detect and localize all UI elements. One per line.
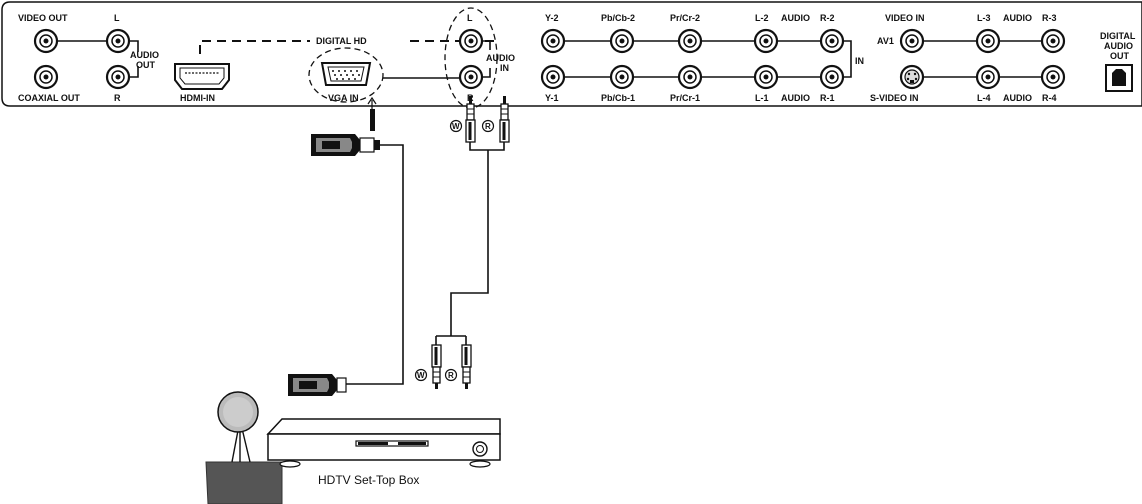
coaxial-out-label: COAXIAL OUT — [18, 93, 80, 103]
component-pr1-jack[interactable] — [677, 64, 703, 90]
l3-label: L-3 — [977, 13, 991, 23]
component-pb1-jack[interactable] — [609, 64, 635, 90]
rca-plug-w-bottom — [431, 344, 442, 389]
digital-audio-out-label-1: DIGITAL — [1100, 31, 1136, 41]
rca-plug-w-top — [465, 96, 476, 143]
r1-label: R-1 — [820, 93, 835, 103]
s-video-in-jack[interactable] — [899, 64, 925, 90]
r2-label: R-2 — [820, 13, 835, 23]
set-top-box — [266, 418, 501, 468]
audio2-label: AUDIO — [781, 13, 810, 23]
vga-in-port[interactable] — [320, 62, 372, 86]
l4-label: L-4 — [977, 93, 991, 103]
audio-in-label-1: AUDIO — [486, 53, 515, 63]
svg-text:W: W — [417, 371, 425, 380]
hdmi-in-port[interactable] — [174, 63, 230, 90]
audio-out-label-1: AUDIO — [130, 50, 159, 60]
component-in-label: IN — [855, 56, 864, 66]
audio-in-r-jack[interactable] — [458, 64, 484, 90]
pr2-label: Pr/Cr-2 — [670, 13, 700, 23]
y2-label: Y-2 — [545, 13, 559, 23]
audio-out-label-2: OUT — [136, 60, 156, 70]
vga-cable — [346, 144, 404, 385]
component-l2-jack[interactable] — [753, 28, 779, 54]
audio1-label: AUDIO — [781, 93, 810, 103]
digital-audio-out-label-2: AUDIO — [1104, 41, 1133, 51]
audio-out-r-jack[interactable] — [105, 64, 131, 90]
digital-audio-out-label-3: OUT — [1110, 51, 1130, 61]
audio3-label: AUDIO — [1003, 13, 1032, 23]
digital-hd-bracket — [199, 40, 496, 54]
component-r1-jack[interactable] — [819, 64, 845, 90]
digital-hd-label: DIGITAL HD — [316, 36, 367, 46]
video-in-jack[interactable] — [899, 28, 925, 54]
satellite-dish-icon — [205, 391, 283, 504]
av-l4-jack[interactable] — [975, 64, 1001, 90]
av-r3-jack[interactable] — [1040, 28, 1066, 54]
rca-top-r-marker: R — [481, 119, 495, 133]
coaxial-out-jack[interactable] — [33, 64, 59, 90]
pr1-label: Pr/Cr-1 — [670, 93, 700, 103]
video-out-jack[interactable] — [33, 28, 59, 54]
av-l3-jack[interactable] — [975, 28, 1001, 54]
audio-out-l-jack[interactable] — [105, 28, 131, 54]
av-r4-jack[interactable] — [1040, 64, 1066, 90]
rca-bottom-r-marker: R — [444, 368, 458, 382]
svg-text:R: R — [485, 122, 491, 131]
rca-plug-r-bottom — [461, 344, 472, 389]
pb1-label: Pb/Cb-1 — [601, 93, 635, 103]
audio-out-r-label: R — [114, 93, 121, 103]
audio-in-label-2: IN — [500, 63, 509, 73]
rca-cable — [435, 142, 505, 345]
audio-out-l-label: L — [114, 13, 120, 23]
r3-label: R-3 — [1042, 13, 1057, 23]
l1-label: L-1 — [755, 93, 769, 103]
svg-text:R: R — [448, 371, 454, 380]
component-y1-jack[interactable] — [540, 64, 566, 90]
rca-top-w-marker: W — [449, 119, 463, 133]
vga-in-label: VGA IN — [328, 93, 359, 103]
svg-text:W: W — [452, 122, 460, 131]
av1-label: AV1 — [877, 36, 894, 46]
component-y2-jack[interactable] — [540, 28, 566, 54]
component-r2-jack[interactable] — [819, 28, 845, 54]
component-l1-jack[interactable] — [753, 64, 779, 90]
pb2-label: Pb/Cb-2 — [601, 13, 635, 23]
tv-back-panel — [1, 1, 1142, 107]
audio-in-l-label: L — [467, 13, 473, 23]
l2-label: L-2 — [755, 13, 769, 23]
rca-bottom-w-marker: W — [414, 368, 428, 382]
vga-highlight-ring — [308, 47, 384, 103]
vga-cable-plug-top — [311, 109, 380, 156]
r4-label: R-4 — [1042, 93, 1057, 103]
video-out-label: VIDEO OUT — [18, 13, 68, 23]
video-in-label: VIDEO IN — [885, 13, 925, 23]
component-pb2-jack[interactable] — [609, 28, 635, 54]
audio-in-l-jack[interactable] — [458, 28, 484, 54]
component-pr2-jack[interactable] — [677, 28, 703, 54]
vga-cable-plug-bottom — [288, 374, 347, 396]
optical-audio-out-port[interactable] — [1105, 64, 1133, 92]
s-video-in-label: S-VIDEO IN — [870, 93, 919, 103]
y1-label: Y-1 — [545, 93, 559, 103]
set-top-box-caption: HDTV Set-Top Box — [318, 473, 419, 487]
audio4-label: AUDIO — [1003, 93, 1032, 103]
hdmi-in-label: HDMI-IN — [180, 93, 215, 103]
